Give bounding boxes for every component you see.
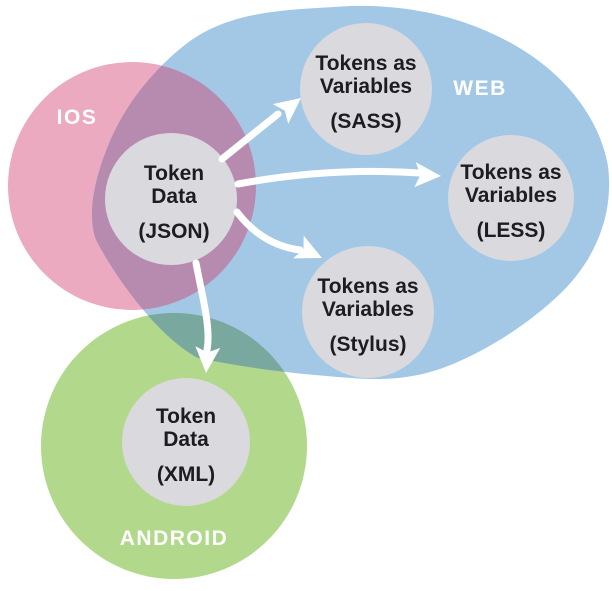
- android-label: ANDROID: [120, 527, 229, 550]
- stylus-line2: Variables: [322, 298, 414, 321]
- arrowhead-less-icon: [414, 162, 441, 188]
- arrowhead-sass-icon: [272, 98, 301, 124]
- web-label: WEB: [453, 77, 507, 100]
- sass-sub: (SASS): [330, 110, 401, 133]
- less-sub: (LESS): [477, 219, 546, 242]
- json-sub: (JSON): [138, 220, 209, 243]
- arrows: [192, 98, 441, 373]
- xml-sub: (XML): [157, 463, 215, 486]
- node-tokens-sass-label: Tokens as Variables (SASS): [315, 52, 416, 133]
- arrow-json-to-less: [234, 167, 424, 188]
- sass-line2: Variables: [320, 75, 412, 98]
- xml-line1: Token: [156, 405, 216, 428]
- node-tokens-less: [448, 135, 574, 261]
- arrow-json-to-sass: [218, 110, 282, 163]
- stylus-line1: Tokens as: [317, 275, 418, 298]
- node-tokens-sass: [300, 23, 432, 155]
- node-token-data-xml: [122, 378, 250, 506]
- less-line2: Variables: [465, 184, 557, 207]
- arrowhead-xml-icon: [195, 346, 221, 373]
- node-token-data-json-label: Token Data (JSON): [138, 162, 209, 243]
- less-line1: Tokens as: [460, 161, 561, 184]
- node-token-data-json: [105, 133, 237, 265]
- stylus-sub: (Stylus): [329, 333, 406, 356]
- node-tokens-stylus: [302, 246, 434, 378]
- json-line2: Data: [151, 185, 197, 208]
- arrow-json-to-xml: [192, 259, 212, 354]
- arrow-json-to-stylus: [233, 208, 304, 254]
- node-tokens-less-label: Tokens as Variables (LESS): [460, 161, 561, 242]
- ios-label: IOS: [57, 106, 98, 129]
- json-line1: Token: [144, 162, 204, 185]
- node-tokens-stylus-label: Tokens as Variables (Stylus): [317, 275, 418, 356]
- xml-line2: Data: [163, 428, 209, 451]
- node-token-data-xml-label: Token Data (XML): [156, 405, 216, 486]
- arrowhead-stylus-icon: [293, 235, 322, 259]
- sass-line1: Tokens as: [315, 52, 416, 75]
